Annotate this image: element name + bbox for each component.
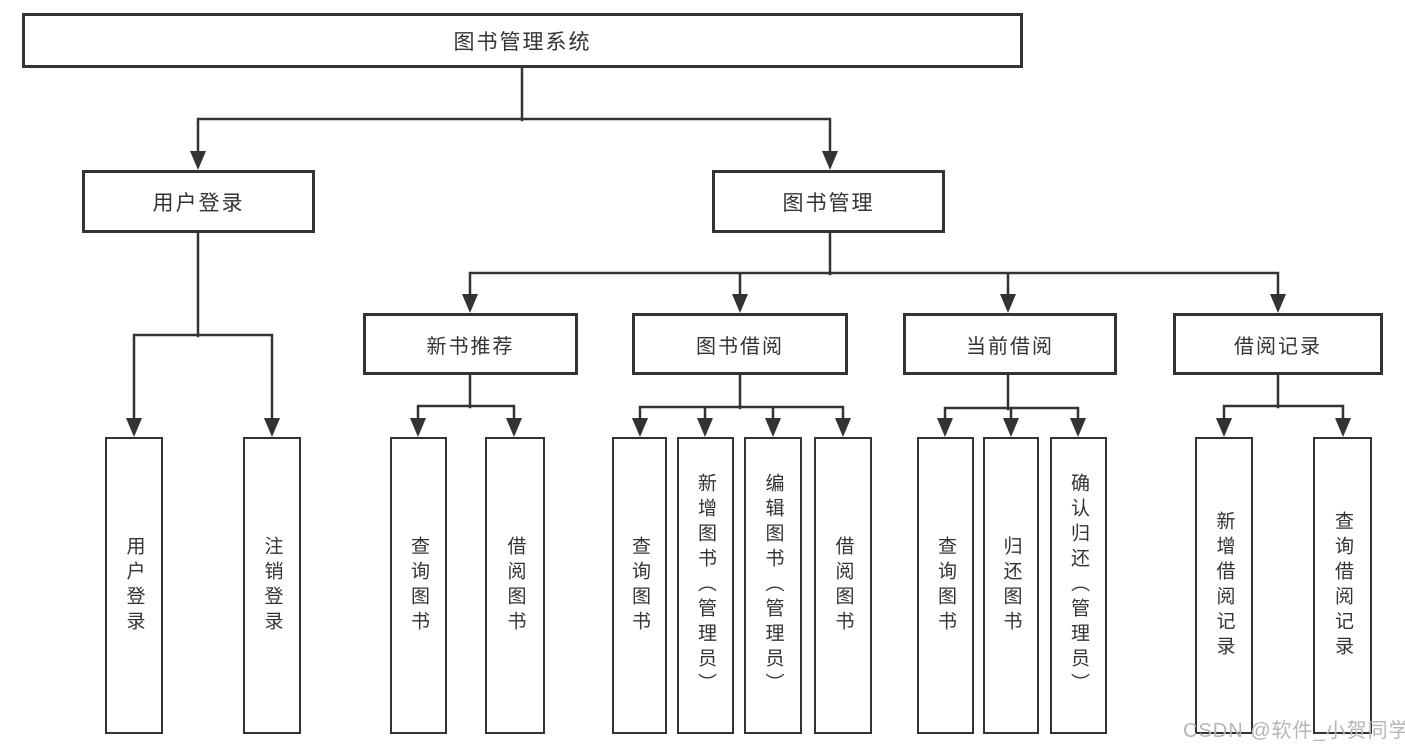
node-borrow-record-label: 借阅记录 (1234, 335, 1322, 358)
node-root-label: 图书管理系统 (453, 30, 592, 54)
leaf-logout: 注销登录 (243, 437, 301, 734)
leaf-record-add-label: 新增借阅记录 (1213, 510, 1235, 661)
leaf-newbook-query: 查询图书 (390, 437, 447, 734)
leaf-record-add: 新增借阅记录 (1195, 437, 1253, 734)
leaf-record-query: 查询借阅记录 (1313, 437, 1372, 734)
node-book-management-label: 图书管理 (782, 191, 875, 215)
node-user-login-label: 用户登录 (152, 191, 245, 215)
leaf-user-login: 用户登录 (105, 437, 163, 734)
leaf-confirm-return-admin: 确认归还（管理员） (1050, 437, 1107, 734)
leaf-borrow-query-label: 查询图书 (629, 535, 650, 636)
leaf-borrow-add-admin: 新增图书（管理员） (677, 437, 734, 734)
node-new-book-recommend-label: 新书推荐 (426, 335, 515, 358)
connector-path (132, 66, 1345, 423)
leaf-newbook-borrow: 借阅图书 (485, 437, 545, 734)
leaf-borrow-query: 查询图书 (612, 437, 667, 734)
node-user-login: 用户登录 (82, 170, 315, 233)
node-current-borrow: 当前借阅 (903, 313, 1117, 375)
leaf-newbook-borrow-label: 借阅图书 (504, 535, 526, 636)
leaf-current-query: 查询图书 (917, 437, 974, 734)
leaf-borrow-edit-admin-label: 编辑图书（管理员） (762, 473, 784, 698)
node-book-borrow: 图书借阅 (632, 313, 848, 375)
leaf-borrow-edit-admin: 编辑图书（管理员） (744, 437, 802, 734)
leaf-return-book: 归还图书 (983, 437, 1039, 734)
leaf-confirm-return-admin-label: 确认归还（管理员） (1068, 473, 1089, 698)
leaf-newbook-query-label: 查询图书 (408, 535, 429, 636)
node-book-management: 图书管理 (712, 170, 945, 233)
leaf-logout-label: 注销登录 (261, 535, 283, 636)
csdn-watermark: CSDN @软件_小贺同学 (1183, 720, 1405, 742)
node-new-book-recommend: 新书推荐 (363, 313, 578, 375)
leaf-borrow-book-label: 借阅图书 (832, 535, 854, 636)
leaf-current-query-label: 查询图书 (935, 535, 956, 636)
leaf-record-query-label: 查询借阅记录 (1332, 510, 1353, 661)
node-book-borrow-label: 图书借阅 (696, 335, 784, 358)
leaf-return-book-label: 归还图书 (1000, 535, 1022, 636)
leaf-user-login-label: 用户登录 (123, 535, 145, 636)
leaf-borrow-book: 借阅图书 (814, 437, 872, 734)
leaf-borrow-add-admin-label: 新增图书（管理员） (695, 473, 716, 698)
node-borrow-record: 借阅记录 (1173, 313, 1383, 375)
node-current-borrow-label: 当前借阅 (966, 335, 1054, 358)
node-root: 图书管理系统 (22, 13, 1023, 68)
arrowheads (126, 151, 1351, 437)
